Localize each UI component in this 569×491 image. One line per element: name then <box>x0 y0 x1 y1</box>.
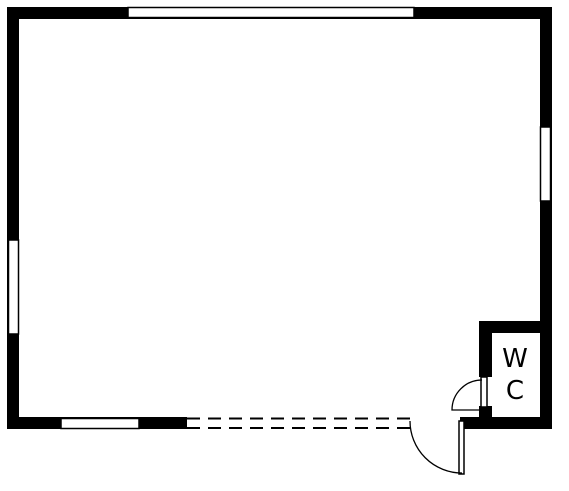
wc-label-line2: C <box>506 376 524 406</box>
outer-walls <box>7 7 552 429</box>
wc-door-jamb <box>479 406 492 426</box>
wall-left <box>7 7 19 429</box>
wc-door[interactable] <box>451 376 488 411</box>
window-left <box>7 239 20 335</box>
window-bottom-left <box>60 417 140 430</box>
wc-label-line1: W <box>502 344 528 374</box>
windows <box>7 6 552 430</box>
window-right-upper <box>539 126 552 202</box>
wc-wall-left-upper <box>479 321 492 377</box>
wc-door-leaf <box>480 376 488 408</box>
wc-wall-top <box>479 321 552 333</box>
main-door-leaf <box>458 420 465 475</box>
wc-door-swing-arc <box>451 379 483 411</box>
wall-bottom-right-segment <box>460 417 552 429</box>
wc-walls <box>479 321 552 426</box>
wall-right <box>540 7 552 429</box>
dashed-bottom-opening <box>187 417 410 429</box>
main-entrance-door[interactable] <box>409 420 465 475</box>
main-door-swing-arc <box>409 420 463 474</box>
window-top <box>127 6 415 19</box>
